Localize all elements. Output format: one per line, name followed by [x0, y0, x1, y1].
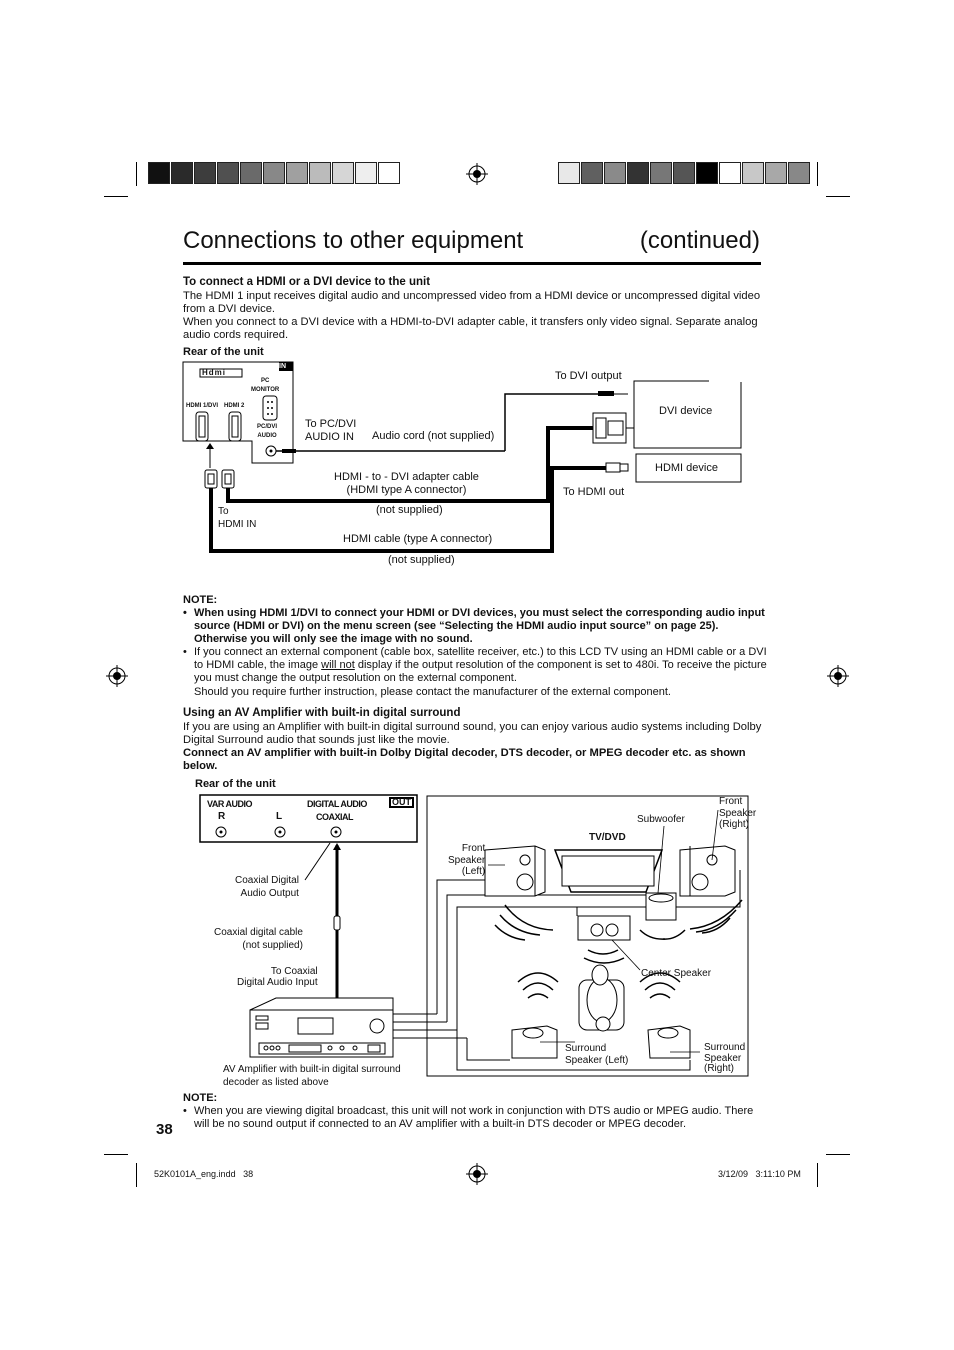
- tv-dvd-label: TV/DVD: [589, 832, 626, 843]
- note-bullet-2-underlined: will not: [321, 659, 355, 671]
- to-dvi-output-label: To DVI output: [555, 370, 622, 382]
- to-pc-dvi-label: To PC/DVI AUDIO IN: [305, 418, 357, 443]
- hdmi-logo: Hdmi: [202, 368, 226, 377]
- footer-date: 3/12/09 3:11:10 PM: [718, 1169, 801, 1179]
- color-swatch: [148, 162, 170, 184]
- rear-of-unit-label-2: Rear of the unit: [195, 778, 276, 790]
- registration-target-icon: [466, 163, 488, 185]
- amp-bold-para: Connect an AV amplifier with built-in Do…: [183, 747, 746, 772]
- color-swatch: [765, 162, 787, 184]
- panel-pc-dvi-audio-label: PC/DVI AUDIO: [257, 424, 278, 439]
- hdmi-connection-diagram: [182, 361, 743, 553]
- page-title-text: Connections to other equipment: [183, 227, 524, 254]
- color-swatch: [217, 162, 239, 184]
- color-swatch: [788, 162, 810, 184]
- panel-hdmi2-label: HDMI 2: [224, 403, 245, 409]
- front-left-label: Front Speaker (Left): [448, 843, 486, 877]
- hdmi-para-2: When you connect to a DVI device with a …: [183, 316, 758, 341]
- digital-audio-label: DIGITAL AUDIO: [307, 799, 367, 809]
- surround-connection-diagram: [199, 794, 749, 1077]
- color-swatch: [378, 162, 400, 184]
- note-label-2: NOTE:: [183, 1092, 218, 1104]
- panel-hdmi1-label: HDMI 1/DVI: [186, 403, 219, 409]
- registration-target-icon: [466, 1163, 488, 1185]
- adapter-not-supplied-label: (not supplied): [376, 504, 443, 516]
- to-hdmi-out-label: To HDMI out: [563, 486, 625, 498]
- color-swatch: [332, 162, 354, 184]
- crop-mark: [104, 196, 128, 197]
- note-bullet-1: When using HDMI 1/DVI to connect your HD…: [183, 607, 768, 646]
- amp-section-heading: Using an AV Amplifier with built-in digi…: [183, 707, 461, 719]
- crop-mark: [817, 162, 818, 186]
- coaxial-label: COAXIAL: [316, 812, 354, 822]
- rear-of-unit-label: Rear of the unit: [183, 346, 264, 358]
- dvi-device-label: DVI device: [659, 405, 713, 417]
- registration-target-icon: [106, 665, 128, 687]
- color-swatch: [742, 162, 764, 184]
- note-label: NOTE:: [183, 594, 218, 606]
- color-swatch: [650, 162, 672, 184]
- note2-bullet: When you are viewing digital broadcast, …: [183, 1105, 763, 1131]
- hdmi-cable-not-supplied-label: (not supplied): [388, 554, 455, 566]
- note-bullet-2-continuation: Should you require further instruction, …: [194, 686, 671, 698]
- hdmi-device-label: HDMI device: [655, 462, 718, 474]
- crop-mark: [136, 162, 137, 186]
- l-label: L: [276, 811, 283, 822]
- crop-mark: [826, 196, 850, 197]
- page-title: Connections to other equipment (continue…: [183, 226, 760, 256]
- r-label: R: [218, 811, 226, 822]
- surround-right-label: Surround Speaker (Right): [704, 1042, 746, 1074]
- color-bar-right: [558, 162, 811, 186]
- var-audio-label: VAR AUDIO: [207, 799, 253, 809]
- footer-file: 52K0101A_eng.indd 38: [154, 1169, 254, 1179]
- color-swatch: [194, 162, 216, 184]
- subwoofer-label: Subwoofer: [637, 814, 685, 825]
- color-swatch: [627, 162, 649, 184]
- color-swatch: [696, 162, 718, 184]
- page-number: 38: [156, 1121, 173, 1138]
- to-coax-input-label: To Coaxial Digital Audio Input: [237, 966, 318, 988]
- color-swatch: [171, 162, 193, 184]
- amp-label: AV Amplifier with built-in digital surro…: [223, 1064, 401, 1088]
- surround-left-label: Surround Speaker (Left): [565, 1043, 629, 1066]
- coax-cable-label: Coaxial digital cable (not supplied): [214, 927, 303, 951]
- color-swatch: [719, 162, 741, 184]
- color-swatch: [263, 162, 285, 184]
- color-swatch: [309, 162, 331, 184]
- page-title-suffix: (continued): [639, 227, 760, 254]
- panel-pc-monitor-label: PC MONITOR: [251, 378, 280, 393]
- front-right-label: Front Speaker (Right): [719, 796, 757, 830]
- crop-mark: [826, 1154, 850, 1155]
- crop-mark: [817, 1163, 818, 1187]
- panel-in-label: IN: [279, 363, 286, 370]
- color-swatch: [581, 162, 603, 184]
- crop-mark: [104, 1154, 128, 1155]
- hdmi-para-1: The HDMI 1 input receives digital audio …: [183, 290, 761, 315]
- audio-cord-label: Audio cord (not supplied): [372, 430, 495, 442]
- color-swatch: [355, 162, 377, 184]
- title-rule: [183, 262, 761, 265]
- hdmi-section-heading: To connect a HDMI or a DVI device to the…: [183, 276, 431, 288]
- center-speaker-label: Center Speaker: [641, 968, 712, 979]
- color-swatch: [240, 162, 262, 184]
- note-bullet-2-text-b: display if the output resolution of the …: [194, 659, 767, 684]
- coax-output-label: Coaxial Digital Audio Output: [235, 875, 299, 899]
- note-bullet-2-text-a: If you connect an external component (ca…: [194, 646, 767, 671]
- color-swatch: [286, 162, 308, 184]
- out-label: OUT: [392, 797, 411, 807]
- color-swatch: [673, 162, 695, 184]
- hdmi-cable-label: HDMI cable (type A connector): [343, 533, 493, 545]
- note-bullet-2: If you connect an external component (ca…: [183, 646, 768, 685]
- registration-target-icon: [827, 665, 849, 687]
- adapter-cable-label: HDMI - to - DVI adapter cable (HDMI type…: [334, 471, 479, 496]
- color-swatch: [604, 162, 626, 184]
- color-bar-left: [148, 162, 401, 186]
- amp-para: If you are using an Amplifier with built…: [183, 721, 762, 746]
- crop-mark: [136, 1163, 137, 1187]
- color-swatch: [558, 162, 580, 184]
- to-hdmi-in-label: To HDMI IN: [218, 506, 257, 530]
